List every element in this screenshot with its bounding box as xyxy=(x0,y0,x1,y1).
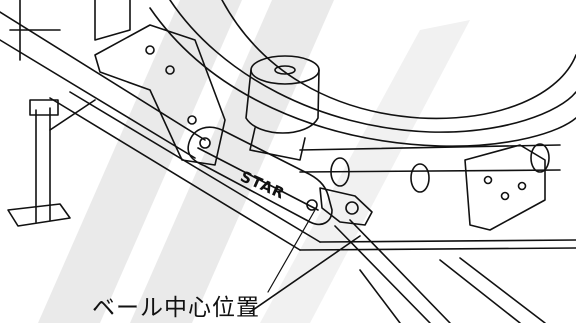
jack-foot xyxy=(7,203,71,227)
lever-pivot-right xyxy=(306,199,318,211)
main-lever-arm xyxy=(187,126,333,226)
frame-rail-upper xyxy=(0,11,206,159)
jack-handle xyxy=(29,99,59,116)
upper-arm-bracket xyxy=(94,24,226,166)
bracket-bolt-1 xyxy=(145,45,155,55)
belt-roller-3 xyxy=(530,143,550,173)
right-bracket-bolt-3 xyxy=(517,181,527,191)
frame-right-diagonal xyxy=(439,257,546,323)
lever-pivot-left xyxy=(199,137,211,149)
rear-pivot-arm xyxy=(319,187,373,226)
bracket-bolt-3 xyxy=(187,115,197,125)
bracket-bolt-2 xyxy=(165,65,175,75)
watermark-band-left xyxy=(38,0,242,323)
right-bracket-bolt-2 xyxy=(500,191,510,201)
roller-cap xyxy=(274,65,296,75)
frame-cross xyxy=(249,235,401,323)
bale-band-upper xyxy=(169,0,576,133)
belt-lower xyxy=(299,169,561,173)
callout-label: ベール中心位置 xyxy=(92,295,260,321)
lever-arm-edge xyxy=(197,147,319,211)
rear-pivot-bolt xyxy=(345,201,359,215)
roller-body xyxy=(245,69,320,134)
frame-rail-lower xyxy=(49,91,321,251)
watermark-band-right xyxy=(130,0,334,323)
callout-leader-line xyxy=(267,209,316,293)
right-bracket-bolt-1 xyxy=(483,175,493,185)
frame-rail-front xyxy=(299,239,576,251)
watermark xyxy=(38,0,470,323)
bale-outline xyxy=(221,0,576,120)
jack-brace xyxy=(49,99,96,131)
belt-roller-2 xyxy=(410,163,430,193)
right-bracket xyxy=(464,144,546,231)
roller-base xyxy=(249,127,306,161)
jack-post xyxy=(35,107,51,223)
upper-left-housing xyxy=(9,0,131,61)
